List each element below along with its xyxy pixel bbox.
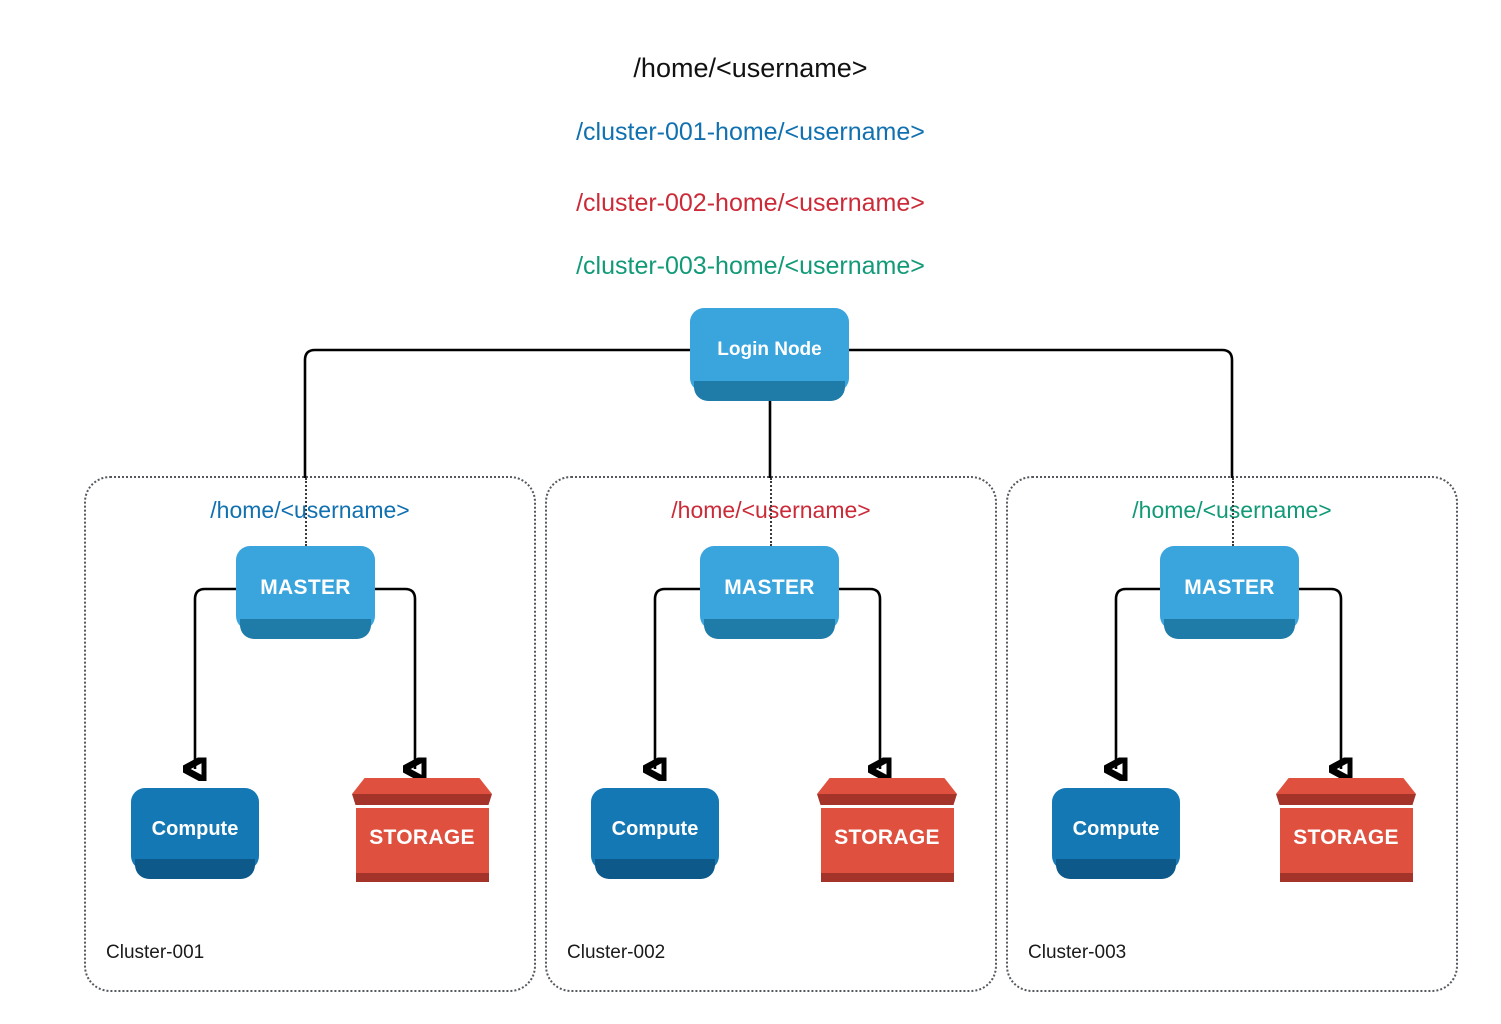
cluster-001-storage-label: STORAGE [369, 825, 475, 849]
cluster-003-storage-lid-rim [1276, 794, 1416, 805]
cluster-002-storage-node[interactable]: STORAGE [817, 778, 957, 882]
cluster-003-storage-body: STORAGE [1279, 808, 1413, 882]
cluster-002-master-shadow [704, 619, 835, 639]
login-node-distribution-wires [303, 348, 1234, 478]
login-node-shadow [694, 381, 845, 401]
cluster-001-master-link [305, 478, 307, 546]
cluster-001-label: Cluster-001 [106, 942, 205, 963]
cluster-003-storage-label: STORAGE [1293, 825, 1399, 849]
cluster-002-master-label: MASTER [724, 576, 815, 599]
cluster-002-storage-lid-rim [817, 794, 957, 805]
login-node[interactable]: Login Node [690, 308, 849, 401]
cluster-001-master-shadow [240, 619, 371, 639]
cluster-002-label: Cluster-002 [567, 942, 666, 963]
cluster-002-compute-shadow [595, 859, 715, 879]
cluster-001-master-node[interactable]: MASTER [236, 546, 375, 639]
path-label-cluster-003-home: /cluster-003-home/<username> [576, 252, 925, 280]
cluster-003-label: Cluster-003 [1028, 942, 1127, 963]
cluster-002-storage-lid-top [817, 778, 957, 794]
cluster-001-home-path: /home/<username> [210, 497, 410, 523]
cluster-003-master-shadow [1164, 619, 1295, 639]
cluster-002-compute-label: Compute [611, 817, 699, 840]
path-label-cluster-001-home: /cluster-001-home/<username> [576, 118, 925, 146]
cluster-001-storage-lid-top [352, 778, 492, 794]
cluster-003-compute-label: Compute [1072, 817, 1160, 840]
cluster-001-storage-lid-rim [352, 794, 492, 805]
path-label-root-home: /home/<username> [633, 53, 868, 83]
cluster-003-storage-node[interactable]: STORAGE [1276, 778, 1416, 882]
cluster-001-master-label: MASTER [260, 576, 351, 599]
cluster-002-storage-body: STORAGE [820, 808, 954, 882]
cluster-003-compute-shadow [1056, 859, 1176, 879]
cluster-002-master-node[interactable]: MASTER [700, 546, 839, 639]
login-node-label: Login Node [717, 339, 822, 360]
cluster-003-master-node[interactable]: MASTER [1160, 546, 1299, 639]
cluster-001-compute-node[interactable]: Compute [131, 788, 259, 879]
cluster-003-home-path: /home/<username> [1132, 497, 1332, 523]
cluster-001-storage-body: STORAGE [355, 808, 489, 882]
cluster-002-master-link [770, 478, 772, 546]
cluster-002-storage-label: STORAGE [834, 825, 940, 849]
cluster-001-storage-node[interactable]: STORAGE [352, 778, 492, 882]
cluster-001-container[interactable] [84, 476, 536, 992]
path-label-cluster-002-home: /cluster-002-home/<username> [576, 189, 925, 217]
cluster-003-master-label: MASTER [1184, 576, 1275, 599]
cluster-003-master-link [1232, 478, 1234, 546]
cluster-002-compute-node[interactable]: Compute [591, 788, 719, 879]
cluster-001-compute-shadow [135, 859, 255, 879]
cluster-001-compute-label: Compute [151, 817, 239, 840]
cluster-003-compute-node[interactable]: Compute [1052, 788, 1180, 879]
cluster-003-storage-lid-top [1276, 778, 1416, 794]
